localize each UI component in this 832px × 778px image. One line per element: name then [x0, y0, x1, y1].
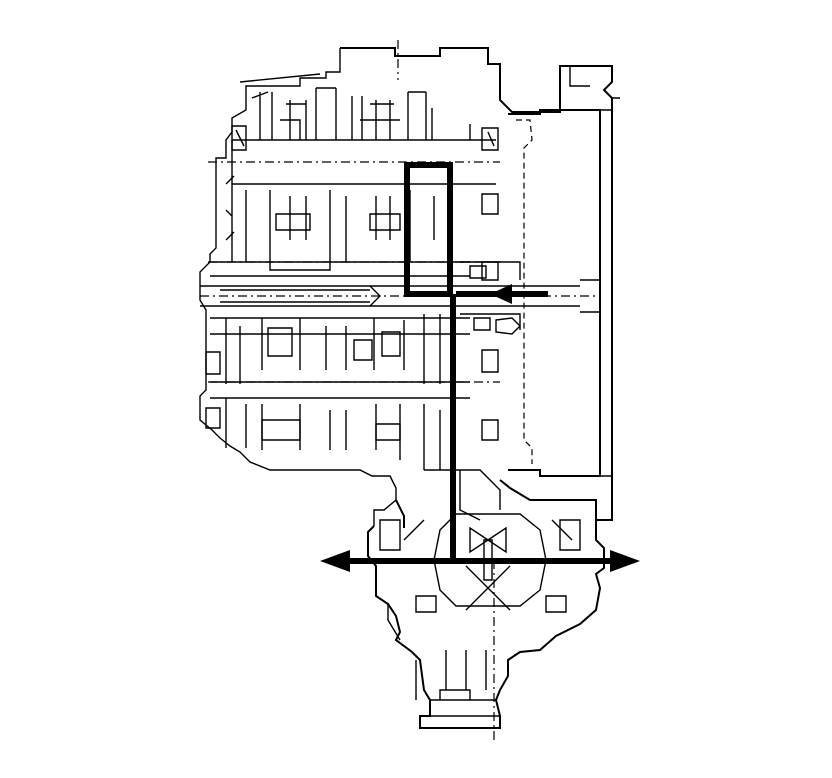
upper-gear-train [210, 87, 499, 281]
transaxle-housing [199, 47, 620, 729]
power-flow-path [345, 162, 615, 564]
power-flow-arrow-left-output [320, 550, 350, 572]
power-flow-arrow-right-output [610, 550, 640, 572]
lower-gear-train [205, 314, 501, 521]
differential [379, 513, 581, 613]
input-shaft [200, 261, 601, 335]
power-flow-arrows [320, 284, 640, 572]
power-flow-arrow-input [490, 284, 512, 304]
